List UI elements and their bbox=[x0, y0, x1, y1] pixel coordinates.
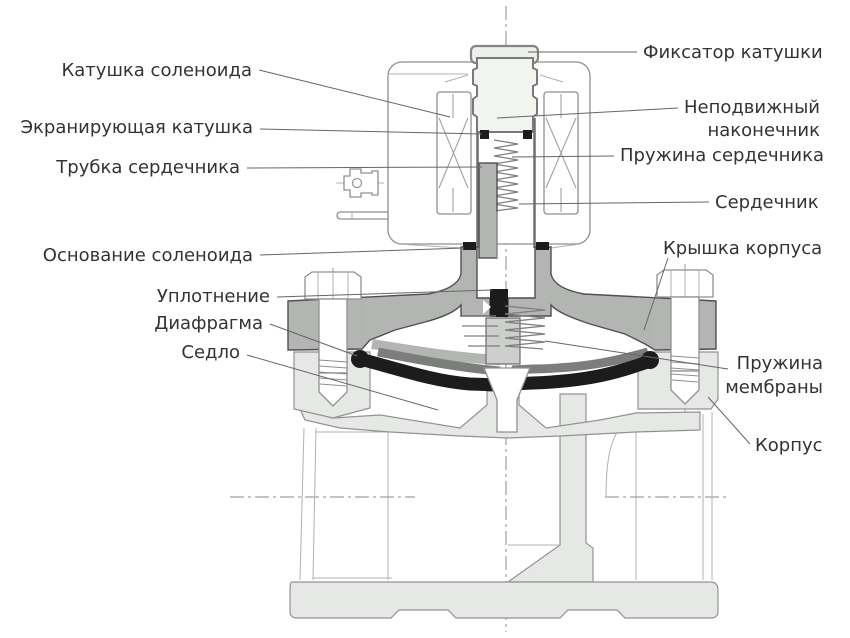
leader-membrane-spring bbox=[544, 340, 729, 370]
shielding-ring-right bbox=[523, 130, 532, 139]
body-base bbox=[289, 581, 719, 619]
label-membrane-spring-line1: Пружина bbox=[737, 353, 823, 374]
leader-seat bbox=[246, 354, 439, 411]
label-core-tube: Трубка сердечника bbox=[55, 157, 240, 178]
diaphragm-assembly bbox=[351, 317, 659, 433]
label-fixed-plugnut-line2: наконечник bbox=[708, 120, 821, 141]
connector-pin bbox=[336, 211, 389, 220]
diaphragm-bead-left bbox=[351, 350, 369, 368]
leader-diaphragm bbox=[269, 323, 358, 357]
seat-funnel bbox=[483, 367, 531, 433]
label-solenoid-base: Основание соленоида bbox=[43, 245, 253, 266]
label-seal: Уплотнение bbox=[157, 286, 270, 307]
seal-black bbox=[483, 289, 508, 317]
leader-fixed-plugnut bbox=[496, 107, 679, 119]
core-tube bbox=[476, 118, 536, 248]
label-diaphragm: Диафрагма bbox=[154, 313, 263, 334]
leader-body-cover bbox=[643, 257, 669, 331]
label-seat: Седло bbox=[181, 342, 240, 363]
leader-shielding-coil bbox=[259, 128, 483, 135]
bolt-right bbox=[656, 269, 714, 405]
connector bbox=[336, 168, 389, 220]
label-body: Корпус bbox=[755, 435, 823, 456]
label-body-cover: Крышка корпуса bbox=[663, 238, 822, 259]
core-spring bbox=[493, 139, 519, 212]
body-cover-right bbox=[507, 246, 717, 351]
base-seal-right bbox=[536, 242, 549, 250]
leader-seal bbox=[276, 289, 493, 298]
solenoid-coil-left bbox=[436, 91, 472, 215]
core-tube-wall-cut bbox=[478, 162, 498, 259]
leader-core-tube bbox=[246, 166, 483, 169]
label-core-spring: Пружина сердечника bbox=[620, 145, 824, 166]
bolt-left bbox=[304, 271, 362, 407]
membrane-spring bbox=[462, 305, 546, 350]
label-core: Сердечник bbox=[715, 192, 819, 213]
body-partition bbox=[506, 393, 594, 583]
leader-core-spring bbox=[511, 155, 615, 158]
shielding-ring-left bbox=[480, 130, 489, 139]
label-fixed-plugnut-line1: Неподвижный bbox=[684, 97, 820, 118]
label-membrane-spring-line2: мембраны bbox=[725, 377, 823, 398]
solenoid-coil-right bbox=[543, 91, 579, 215]
diaphragm-bead-right bbox=[641, 351, 659, 369]
leader-core bbox=[518, 201, 710, 205]
leader-lines bbox=[246, 51, 751, 445]
leader-body bbox=[707, 396, 751, 445]
diaphragm-insert bbox=[485, 317, 521, 365]
leader-coil bbox=[258, 69, 451, 118]
label-coil-retainer: Фиксатор катушки bbox=[643, 42, 823, 63]
base-seal-left bbox=[463, 242, 476, 250]
label-coil: Катушка соленоида bbox=[62, 60, 253, 81]
labels: Катушка соленоида Экранирующая катушка Т… bbox=[20, 42, 824, 456]
fixed-plugnut bbox=[472, 57, 538, 133]
leader-solenoid-base bbox=[259, 247, 465, 256]
label-shielding-coil: Экранирующая катушка bbox=[20, 117, 253, 138]
